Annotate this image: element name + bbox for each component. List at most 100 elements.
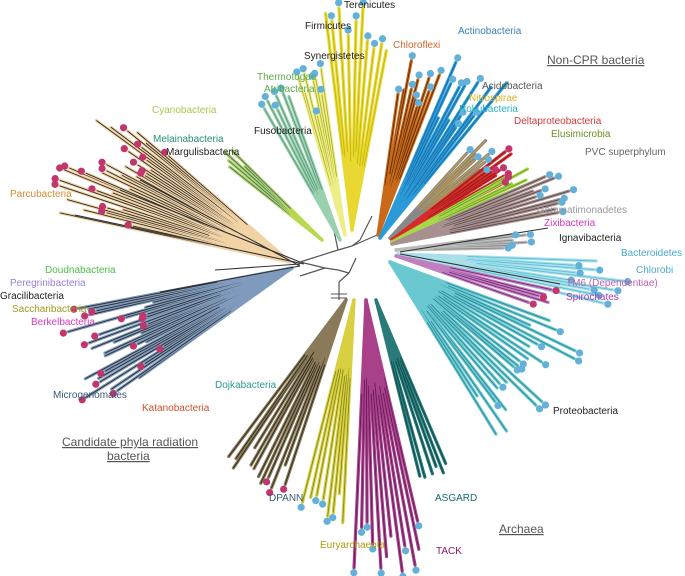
tip-dot-microgenomates — [109, 389, 117, 398]
tree-tip-dots — [51, 0, 632, 576]
branch-edge-proteobacteria — [442, 296, 542, 363]
branch-edge-deltaproteobacteria — [431, 151, 506, 210]
branch-edge-tm6 — [442, 271, 529, 303]
tip-dot-microgenomates — [81, 312, 89, 320]
branch-edge-terenicutes — [355, 7, 364, 153]
branch-edge-tack — [383, 377, 419, 522]
branch-edge-actinobacteria — [418, 87, 492, 186]
branch-edge-pvc — [450, 212, 559, 234]
branch-edge-dpann — [284, 364, 326, 485]
branch-edge-actinobacteria — [404, 83, 452, 185]
branch-edge-actinobacteria — [403, 120, 449, 198]
branch-edge-cyanobacteria — [228, 160, 290, 213]
branch-edge-terenicutes — [331, 20, 346, 157]
tip-dot-dpann — [266, 489, 274, 497]
tip-dot-deltaproteobacteria — [504, 173, 512, 181]
tip-dot-acidobacteria — [466, 145, 474, 154]
taxon-zixibacteria: Zixibacteria — [544, 218, 596, 229]
lineage-berkelbacteria — [159, 265, 301, 293]
taxon-proteobacteria: Proteobacteria — [553, 406, 618, 417]
branch-edge-euryarchaeota — [342, 377, 351, 523]
branch-edge-proteobacteria — [454, 295, 575, 360]
tip-dot-parcubacteria — [124, 221, 132, 229]
taxon-spirochates: Spirochates — [566, 292, 619, 303]
branch-edge-synergistetes — [315, 78, 336, 181]
branch-edge-actinobacteria — [406, 127, 456, 200]
tip-dot-microgenomates — [78, 396, 86, 404]
branch-edge-euryarchaeota — [327, 375, 346, 517]
tip-dot-tack — [401, 547, 410, 555]
tree-branches — [58, 5, 625, 574]
branch-edge-tack — [374, 382, 392, 537]
branch-edge-bacteroidetes — [467, 256, 597, 262]
tip-dot-deltaproteobacteria — [501, 178, 509, 186]
branch-edge-dpann — [268, 361, 320, 478]
branch-edge-tack — [367, 385, 374, 545]
tip-dot-actinobacteria — [476, 74, 484, 83]
branch-edge-actinobacteria — [406, 62, 457, 177]
lineage-ignavibacteria — [399, 227, 549, 253]
branch-edge-tack — [379, 385, 406, 546]
tip-dot-microgenomates — [91, 332, 99, 340]
backbone-branch — [337, 245, 353, 251]
branch-edge-terenicutes — [352, 20, 357, 157]
tip-dot-tack — [369, 545, 377, 553]
tip-dot-tack — [350, 569, 358, 576]
tip-dot-proteobacteria — [556, 328, 564, 336]
tip-dot-proteobacteria — [499, 383, 507, 391]
tip-dot-pvc — [546, 171, 554, 179]
tip-dot-parcubacteria — [98, 164, 106, 173]
branch-edge-pvc — [453, 190, 569, 226]
branch-edge-chloroflexi — [395, 91, 430, 185]
tip-dot-microgenomates — [139, 312, 147, 320]
tip-dot-gemmatimonadetes — [512, 231, 520, 239]
tip-dot-tack — [415, 522, 423, 530]
tip-dot-chloroflexi — [395, 85, 403, 93]
branch-edge-proteobacteria — [426, 310, 496, 402]
branch-edge-proteobacteria — [437, 295, 528, 360]
tip-dot-pvc — [559, 208, 567, 216]
tip-dot-tm6 — [539, 293, 548, 301]
branch-edge-actinobacteria — [423, 82, 507, 185]
tip-dot-deltaproteobacteria — [491, 165, 499, 173]
tip-dot-bacteroidetes — [624, 278, 632, 286]
branch-edge-euryarchaeota — [301, 370, 337, 503]
taxon-fusobacteria: Fusobacteria — [254, 126, 312, 137]
tip-dot-bacteroidetes — [604, 300, 612, 308]
tip-dot-terenicutes — [352, 12, 360, 20]
taxon-katanobacteria: Katanobacteria — [142, 403, 210, 414]
branch-edge-pvc — [448, 177, 555, 222]
tip-dot-parcubacteria — [129, 158, 138, 166]
branch-edge-euryarchaeota — [322, 369, 344, 500]
taxon-labels: Terenicutes Firmicutes Synergistetes Chl… — [0, 0, 682, 557]
tip-dot-gemmatimonadetes — [526, 230, 535, 239]
branch-edge-actinobacteria — [407, 87, 460, 186]
taxon-cyanobacteria: Cyanobacteria — [152, 105, 217, 116]
tip-dot-microgenomates — [97, 369, 105, 378]
tip-dot-microgenomates — [139, 322, 148, 330]
tip-dot-microgenomates — [137, 362, 145, 371]
tip-dot-dpann — [262, 478, 271, 486]
group-label-non-cpr: Non-CPR bacteria — [547, 53, 645, 67]
tip-dot-bacteroidetes — [596, 266, 604, 274]
tip-dot-microgenomates — [156, 345, 164, 353]
tip-dot-terenicutes — [378, 35, 387, 43]
branch-edge-bacteroidetes — [466, 259, 595, 271]
branch-edge-terenicutes — [359, 48, 375, 167]
branch-edge-proteobacteria — [447, 285, 556, 331]
taxon-tack: TACK — [436, 546, 462, 557]
tip-dot-chloroflexi — [437, 66, 445, 74]
taxon-dojkabacteria: Dojkabacteria — [215, 380, 277, 391]
branch-edge-proteobacteria — [420, 308, 478, 397]
branch-edge-microgenomates — [78, 281, 218, 309]
branch-edge-elusimicrobia — [439, 168, 528, 217]
tip-dot-thermotogae — [271, 101, 279, 109]
branch-edge-gemmatimonadetes — [433, 247, 504, 250]
branch-edge-parcubacteria — [85, 172, 219, 232]
tip-dot-tm6 — [529, 300, 537, 308]
tip-dot-tm6 — [552, 286, 560, 295]
tip-dot-actinobacteria — [449, 75, 457, 83]
tip-dot-terenicutes — [359, 0, 367, 7]
tip-dot-microgenomates — [117, 315, 125, 323]
branch-edge-asgard — [390, 361, 421, 477]
